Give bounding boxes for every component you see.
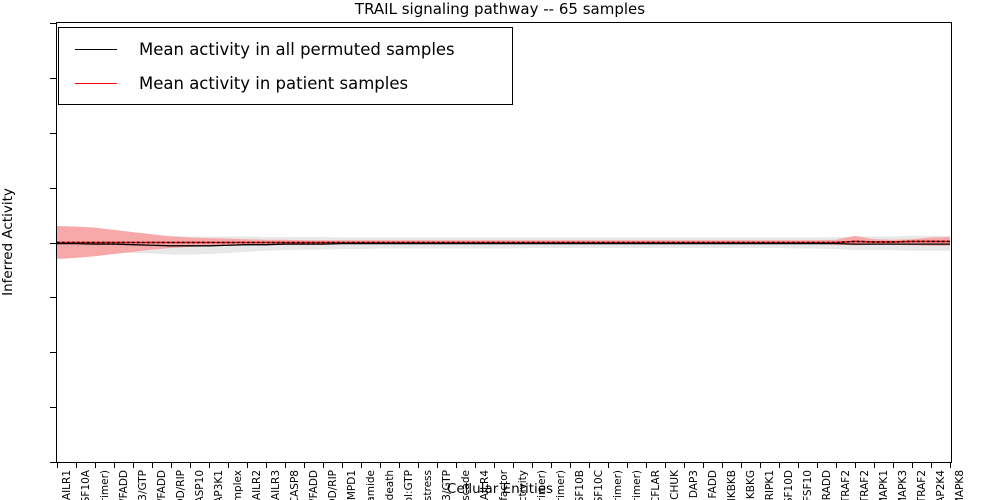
- permuted-mean-line: [57, 242, 950, 247]
- x-tick-mark: [304, 463, 305, 468]
- x-tick-mark: [76, 463, 77, 468]
- permuted-mean-dotted-overlay: [57, 240, 950, 244]
- x-tick-mark: [494, 463, 495, 468]
- x-tick-mark: [133, 463, 134, 468]
- x-tick-mark: [589, 463, 590, 468]
- x-tick-mark: [855, 463, 856, 468]
- x-tick-mark: [171, 463, 172, 468]
- x-tick-mark: [798, 463, 799, 468]
- x-tick-mark: [551, 463, 552, 468]
- x-tick-mark: [627, 463, 628, 468]
- x-tick-mark: [323, 463, 324, 468]
- x-tick-mark: [190, 463, 191, 468]
- x-tick-mark: [437, 463, 438, 468]
- x-tick-mark: [513, 463, 514, 468]
- x-tick-mark: [95, 463, 96, 468]
- legend-swatch-permuted: [75, 48, 117, 50]
- x-tick-mark: [893, 463, 894, 468]
- x-tick-mark: [817, 463, 818, 468]
- x-tick-mark: [57, 463, 58, 468]
- x-tick-mark: [779, 463, 780, 468]
- x-tick-mark: [741, 463, 742, 468]
- legend-item-permuted: Mean activity in all permuted samples: [69, 34, 455, 64]
- plot-canvas: [57, 226, 950, 259]
- x-tick-mark: [418, 463, 419, 468]
- x-tick-mark: [912, 463, 913, 468]
- x-tick-mark: [285, 463, 286, 468]
- legend-item-patient: Mean activity in patient samples: [69, 68, 408, 98]
- x-axis-label: Cellular Entities: [446, 481, 554, 497]
- x-tick-mark: [380, 463, 381, 468]
- x-tick-mark: [456, 463, 457, 468]
- x-tick-mark: [665, 463, 666, 468]
- x-tick-mark: [931, 463, 932, 468]
- legend-label-patient: Mean activity in patient samples: [139, 73, 409, 93]
- legend-label-permuted: Mean activity in all permuted samples: [139, 39, 455, 59]
- x-tick-mark: [646, 463, 647, 468]
- x-tick-mark: [228, 463, 229, 468]
- x-tick-mark: [152, 463, 153, 468]
- x-tick-mark: [399, 463, 400, 468]
- x-tick-mark: [836, 463, 837, 468]
- legend-swatch-patient: [75, 82, 117, 84]
- x-tick-mark: [209, 463, 210, 468]
- x-tick-mark: [247, 463, 248, 468]
- x-tick-mark: [475, 463, 476, 468]
- x-tick-mark: [570, 463, 571, 468]
- y-axis-label: Inferred Activity: [0, 188, 16, 296]
- x-tick-mark: [342, 463, 343, 468]
- x-tick-mark: [361, 463, 362, 468]
- x-tick-mark: [608, 463, 609, 468]
- x-tick-mark: [722, 463, 723, 468]
- x-tick-mark: [684, 463, 685, 468]
- chart-title: TRAIL signaling pathway -- 65 samples: [354, 0, 646, 18]
- legend: Mean activity in all permuted samples Me…: [58, 27, 513, 105]
- x-tick-mark: [532, 463, 533, 468]
- x-tick-mark: [703, 463, 704, 468]
- x-tick-mark: [266, 463, 267, 468]
- x-tick-mark: [950, 463, 951, 468]
- x-tick-mark: [114, 463, 115, 468]
- x-tick-mark: [760, 463, 761, 468]
- x-tick-mark: [874, 463, 875, 468]
